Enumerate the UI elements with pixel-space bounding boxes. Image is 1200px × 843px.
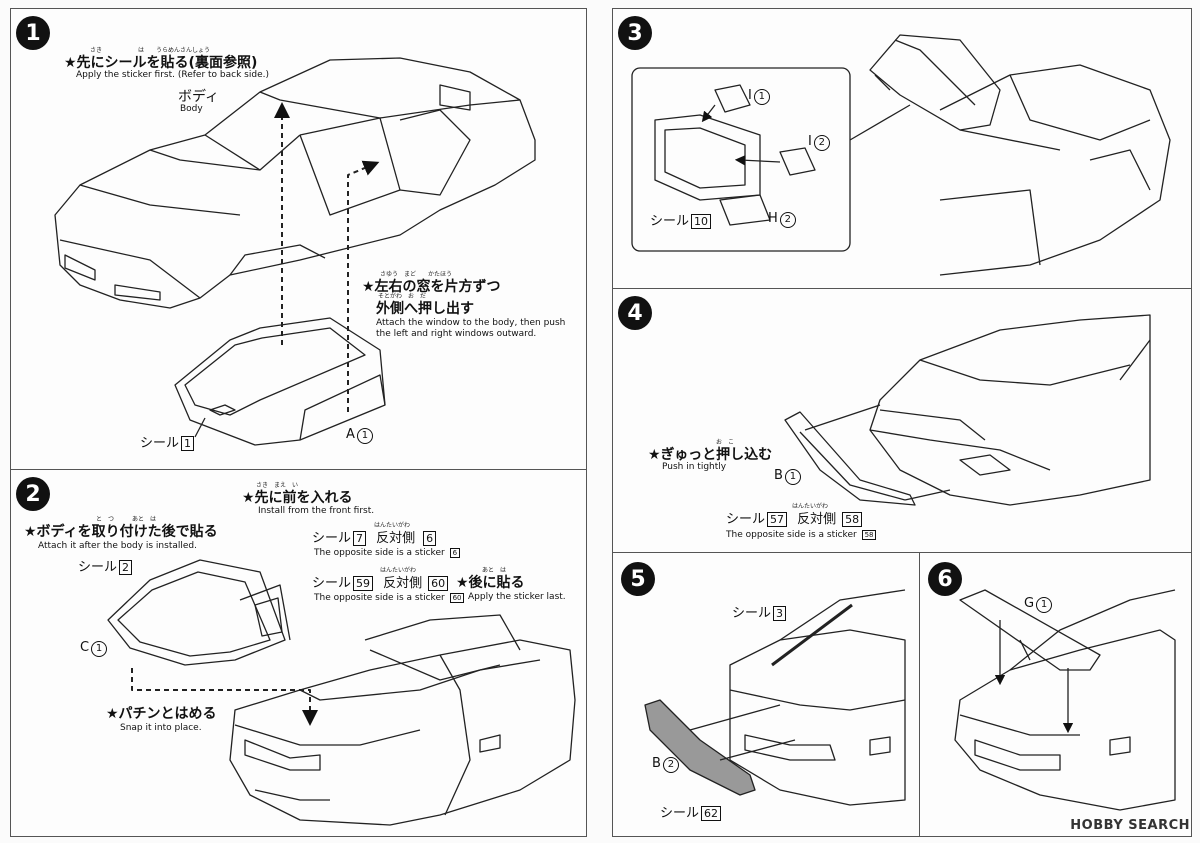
ruby-text: そとがわ お だ [378,293,427,300]
ruby-text: はんたいがわ [374,522,411,529]
opposite-side-note-a: The opposite side is a sticker 6 [314,548,461,558]
ruby-text: はんたいがわ [792,503,829,510]
car-rear-step6-illustration [954,589,1176,811]
ruby-text: さゆう まど かたほう [380,271,453,278]
rear-lamp-assembly-illustration [654,84,816,226]
panel-step-5 [612,552,920,837]
ruby-text: お こ [716,439,735,446]
rear-window-part-illustration [107,559,291,666]
instruction-apply-sticker-first-en: Apply the sticker first. (Refer to back … [76,70,269,80]
ruby-text: さき は うらめんさんしょう [90,47,211,54]
step-number-5: 5 [621,562,655,596]
label-body-en: Body [180,104,203,114]
ruby-text: あと は [482,567,507,574]
car-rear-illustration [229,614,576,826]
step-number-2: 2 [16,477,50,511]
rear-wing-illustration [959,589,1101,734]
instruction-after-body: ★ボディを取り付けた後で貼る [24,524,218,540]
panel-step-4 [612,288,1192,553]
front-bumper-lip-illustration [784,411,916,506]
ruby-text: と つ あと は [96,516,157,523]
window-part-illustration [174,317,386,446]
car-front-illustration [869,314,1151,506]
instruction-window-en1: Attach the window to the body, then push [376,318,566,328]
panel-step-2 [10,469,587,837]
step-number-1: 1 [16,16,50,50]
instruction-apply-later-en: Apply the sticker last. [468,592,566,602]
panel-step-6 [919,552,1192,837]
car-rear-body-step3-illustration [939,64,1171,276]
instruction-apply-sticker-first: ★先にシールを貼る(裏面参照) [64,55,258,71]
step-number-4: 4 [618,296,652,330]
instruction-window-en2: the left and right windows outward. [376,329,537,339]
instruction-front-first-en: Install from the front first. [258,506,375,516]
detail-inset-frame [631,67,851,252]
instruction-after-body-en: Attach it after the body is installed. [38,541,197,551]
car-rear-step5-illustration [729,589,906,806]
label-body: ボディ [178,89,220,105]
rear-spoiler-bracket-illustration [869,34,1001,131]
instruction-push-in: ★ぎゅっと押し込む [648,447,773,463]
ruby-text: はんたいがわ [380,567,417,574]
panel-step-1 [10,8,587,470]
opposite-side-note-b: The opposite side is a sticker 60 [314,593,465,603]
opposite-side-note-step4: The opposite side is a sticker 58 [726,530,877,540]
car-body-shell-illustration [54,57,536,309]
instruction-push-in-en: Push in tightly [662,462,727,472]
instruction-snap-en: Snap it into place. [120,723,202,733]
ruby-text: さき まえ い [256,482,299,489]
step-number-6: 6 [928,562,962,596]
instruction-window-line2: 外側へ押し出す [376,301,474,317]
rear-valance-illustration [644,699,756,796]
step-number-3: 3 [618,16,652,50]
instruction-snap: ★パチンとはめる [106,706,217,722]
instruction-apply-later: ★後に貼る [456,575,525,591]
instruction-front-first: ★先に前を入れる [242,490,353,506]
instruction-window-line1: ★左右の窓を片方ずつ [362,279,501,295]
watermark: HOBBY SEARCH [1070,818,1190,833]
